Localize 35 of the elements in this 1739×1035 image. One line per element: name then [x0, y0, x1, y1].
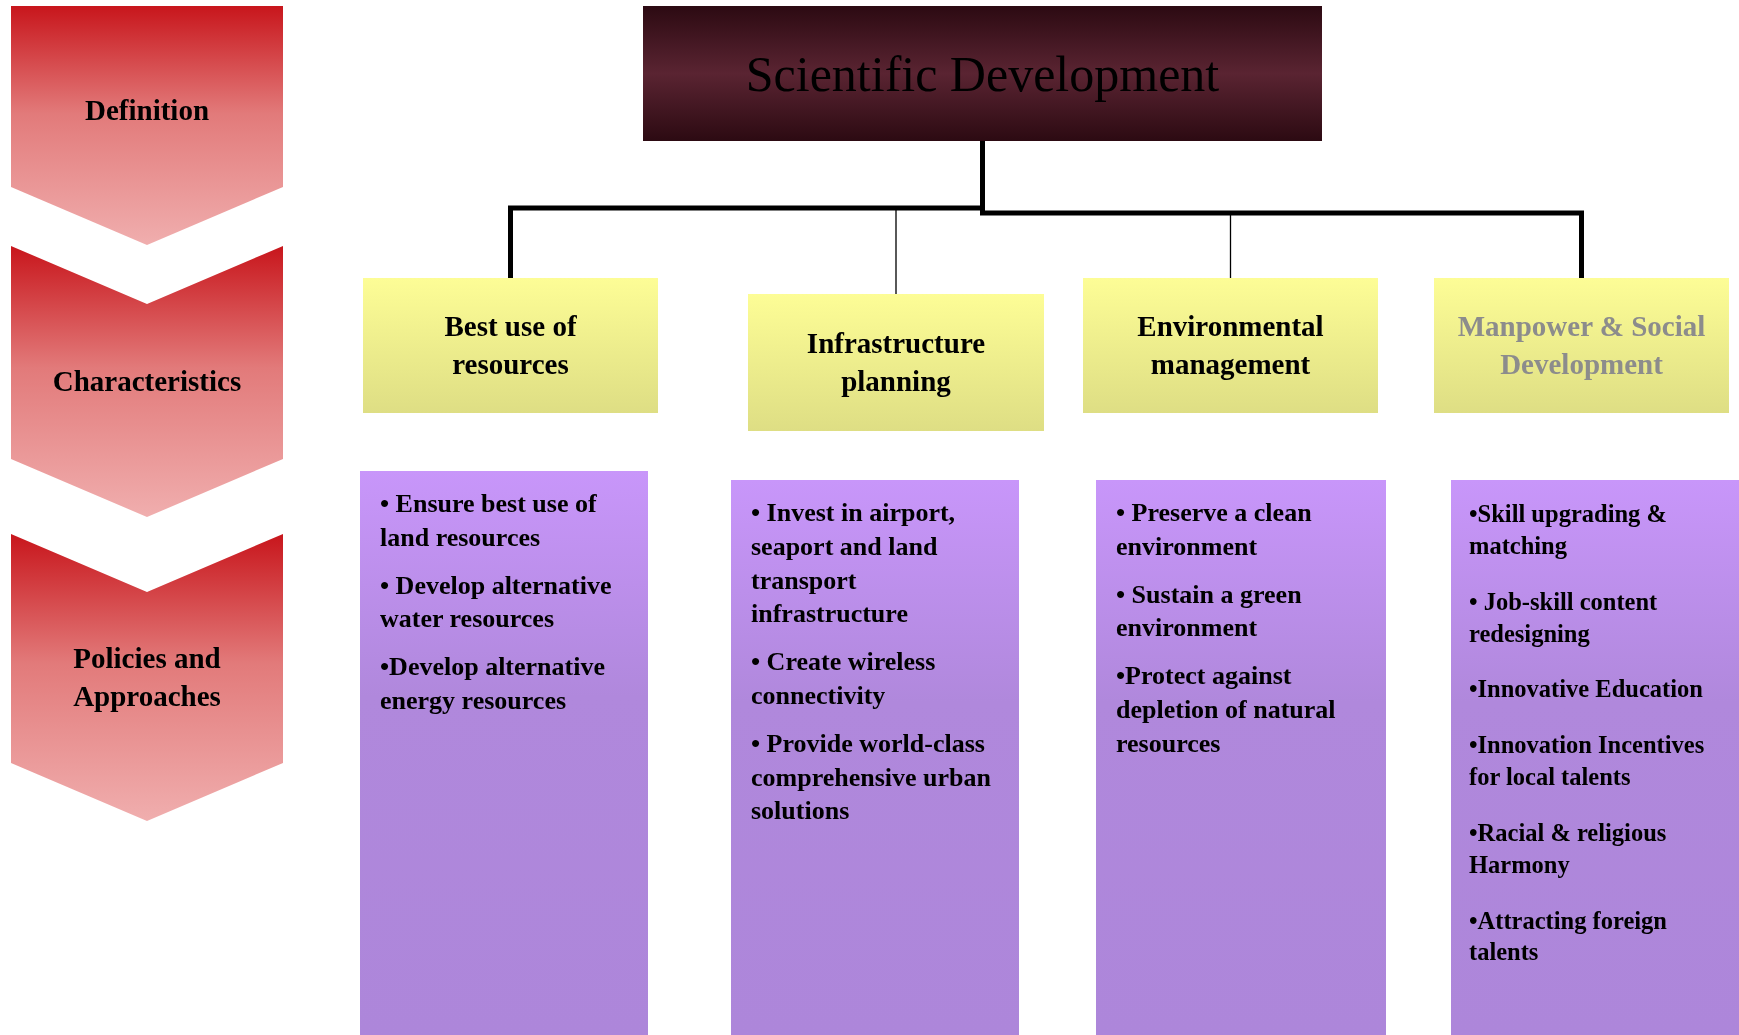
step-label: Characteristics [51, 363, 243, 399]
category-label: Environmental management [1136, 308, 1325, 382]
bullet-item: •Attracting foreign talents [1469, 905, 1668, 968]
bullet-item: • Invest in airport, seaport and land transport infrastructure [751, 497, 957, 631]
category-box [1083, 278, 1378, 413]
title-text: Scientific Development [745, 44, 1220, 103]
bullet-item: •Innovation Incentives for local talents [1469, 730, 1706, 793]
chevron-step [11, 534, 283, 821]
bullet-item: •Skill upgrading & matching [1469, 499, 1668, 561]
bullet-item: • Job-skill content redesigning [1469, 586, 1659, 649]
category-box [363, 278, 658, 413]
bullet-item: • Ensure best use of land resources [380, 488, 598, 554]
bullet-item: •Develop alternative energy resources [380, 651, 606, 717]
bullet-item: •Racial & religious Harmony [1469, 817, 1668, 880]
category-label: Infrastructure planning [805, 325, 987, 399]
bullet-list-panel [360, 471, 648, 1035]
bullet-item: •Protect against depletion of natural resources [1116, 660, 1337, 760]
bullet-list-panel [731, 480, 1019, 1035]
bullet-list-panel [1096, 480, 1386, 1035]
bullet-item: • Develop alternative water resources [380, 569, 613, 636]
step-label: Definition [83, 92, 211, 128]
bullet-item: •Innovative Education [1469, 674, 1704, 705]
category-label: Best use of resources [443, 308, 578, 382]
chevron-step [11, 6, 283, 245]
step-label: Policies and Approaches [72, 640, 222, 714]
bullet-item: • Sustain a green environment [1116, 578, 1303, 645]
category-box [1434, 278, 1729, 413]
chevron-step [11, 246, 283, 517]
category-box [748, 294, 1044, 431]
category-label: Manpower & Social Development [1456, 308, 1707, 382]
bullet-list-panel [1451, 480, 1739, 1035]
bullet-item: • Create wireless connectivity [751, 646, 937, 712]
title-box [643, 6, 1322, 141]
bullet-item: • Provide world-class comprehensive urban solutions [751, 727, 993, 828]
bullet-item: • Preserve a clean environment [1116, 497, 1313, 563]
